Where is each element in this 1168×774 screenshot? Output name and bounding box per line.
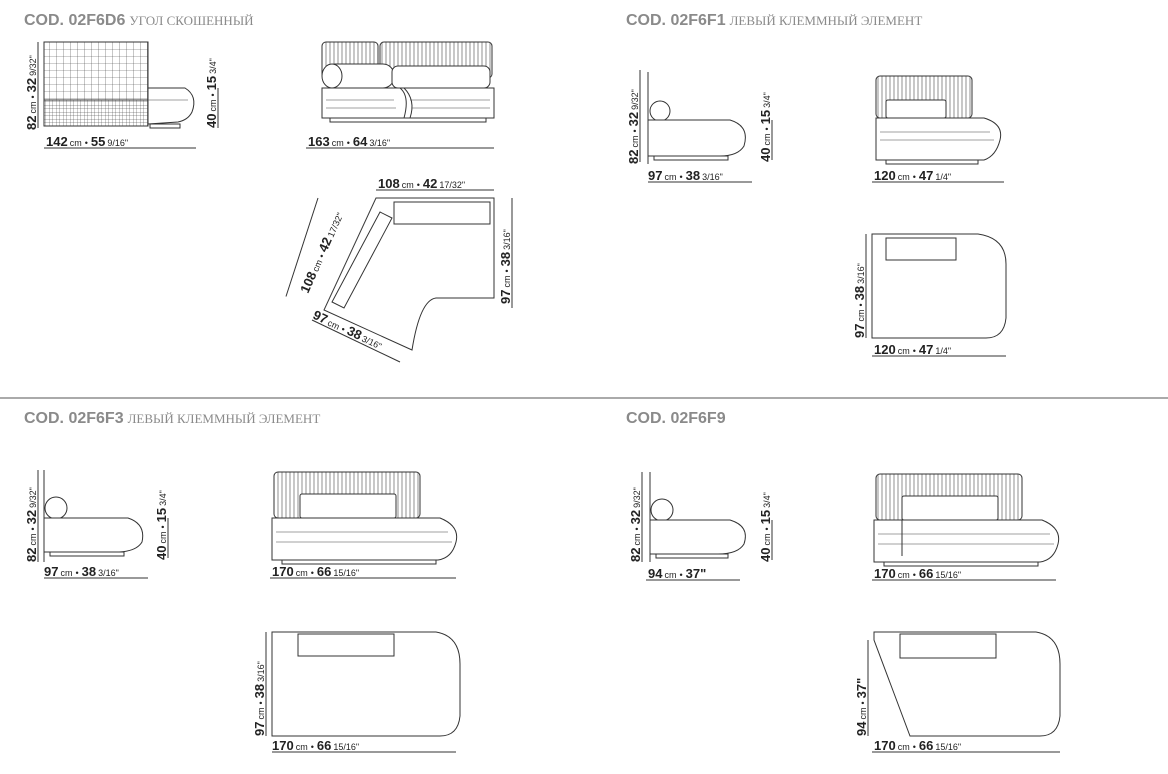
front-view-02f6f9 <box>873 473 1060 567</box>
dim-seat-height: 40cm•153/4" <box>758 92 773 162</box>
dim-plan-depth: 97cm•383/16" <box>252 661 267 736</box>
dim-seat-height: 40cm•153/4" <box>204 58 219 128</box>
dim-side-height: 82cm•329/32" <box>626 89 641 164</box>
dim-plan-depth: 97cm•383/16" <box>852 263 867 338</box>
dim-plan-depth: 94cm•37" <box>854 678 869 736</box>
front-view-02f6d6 <box>321 41 495 123</box>
product-description: УГОЛ СКОШЕННЫЙ <box>129 13 254 28</box>
product-description: ЛЕВЫЙ КЛЕММНЫЙ ЭЛЕМЕНТ <box>127 411 321 426</box>
front-view-02f6f3 <box>271 471 458 565</box>
side-view-02f6f9 <box>649 472 746 562</box>
product-code: COD. 02F6F9 <box>626 410 726 427</box>
plan-view-02f6f9 <box>873 631 1061 737</box>
side-view-02f6f1 <box>647 72 746 164</box>
side-view-02f6f3 <box>43 470 144 562</box>
dim-plan-right: 97cm•383/16" <box>498 229 513 304</box>
dim-side-height: 82cm•329/32" <box>24 55 39 130</box>
dim-plan-diagonal: 108cm•4217/32" <box>297 210 346 296</box>
plan-view-02f6f1 <box>871 233 1007 339</box>
front-view-02f6f1 <box>875 75 1002 165</box>
dim-seat-height: 40cm•153/4" <box>154 490 169 560</box>
dim-plan-bottom: 97cm•383/16" <box>311 307 385 352</box>
section-title-02f6f9: COD. 02F6F9 <box>626 410 730 428</box>
dim-seat-height: 40cm•153/4" <box>758 492 773 562</box>
side-view-02f6d6 <box>43 41 195 129</box>
plan-view-02f6d6 <box>323 197 495 351</box>
product-description: ЛЕВЫЙ КЛЕММНЫЙ ЭЛЕМЕНТ <box>729 13 923 28</box>
product-code: COD. 02F6F1 <box>626 12 726 29</box>
dim-side-height: 82cm•329/32" <box>24 487 39 562</box>
product-code: COD. 02F6F3 <box>24 410 124 427</box>
dim-side-height: 82cm•329/32" <box>628 487 643 562</box>
dimension-lines <box>37 42 1060 753</box>
product-code: COD. 02F6D6 <box>24 12 126 29</box>
plan-view-02f6f3 <box>271 631 461 737</box>
